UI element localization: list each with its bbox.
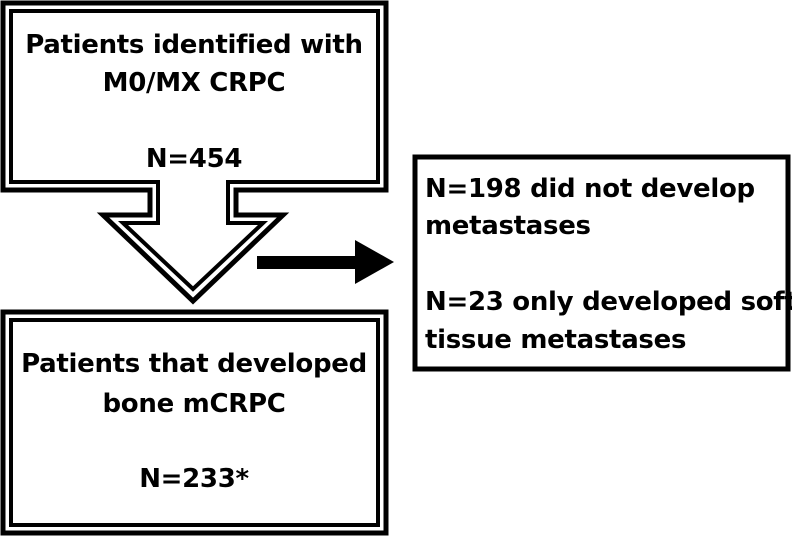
side-box-line1: N=198 did not develop: [425, 174, 755, 204]
side-box-shape: [412, 154, 791, 372]
side-box-line2: metastases: [425, 211, 591, 241]
top-box-title-line1: Patients identified with: [25, 30, 363, 60]
bottom-box-title-line2: bone mCRPC: [102, 389, 286, 419]
side-box-line3: N=23 only developed soft: [425, 287, 792, 317]
bottom-box-title-line1: Patients that developed: [21, 349, 367, 379]
top-box-count: N=454: [145, 144, 243, 174]
top-box-title-line2: M0/MX CRPC: [102, 68, 286, 98]
top-box-shape: [0, 0, 389, 305]
side-box-line4: tissue metastases: [425, 325, 687, 355]
bottom-box-count: N=233*: [139, 464, 249, 494]
right-arrow-icon: [257, 240, 394, 284]
bottom-box-shape: [0, 309, 389, 536]
